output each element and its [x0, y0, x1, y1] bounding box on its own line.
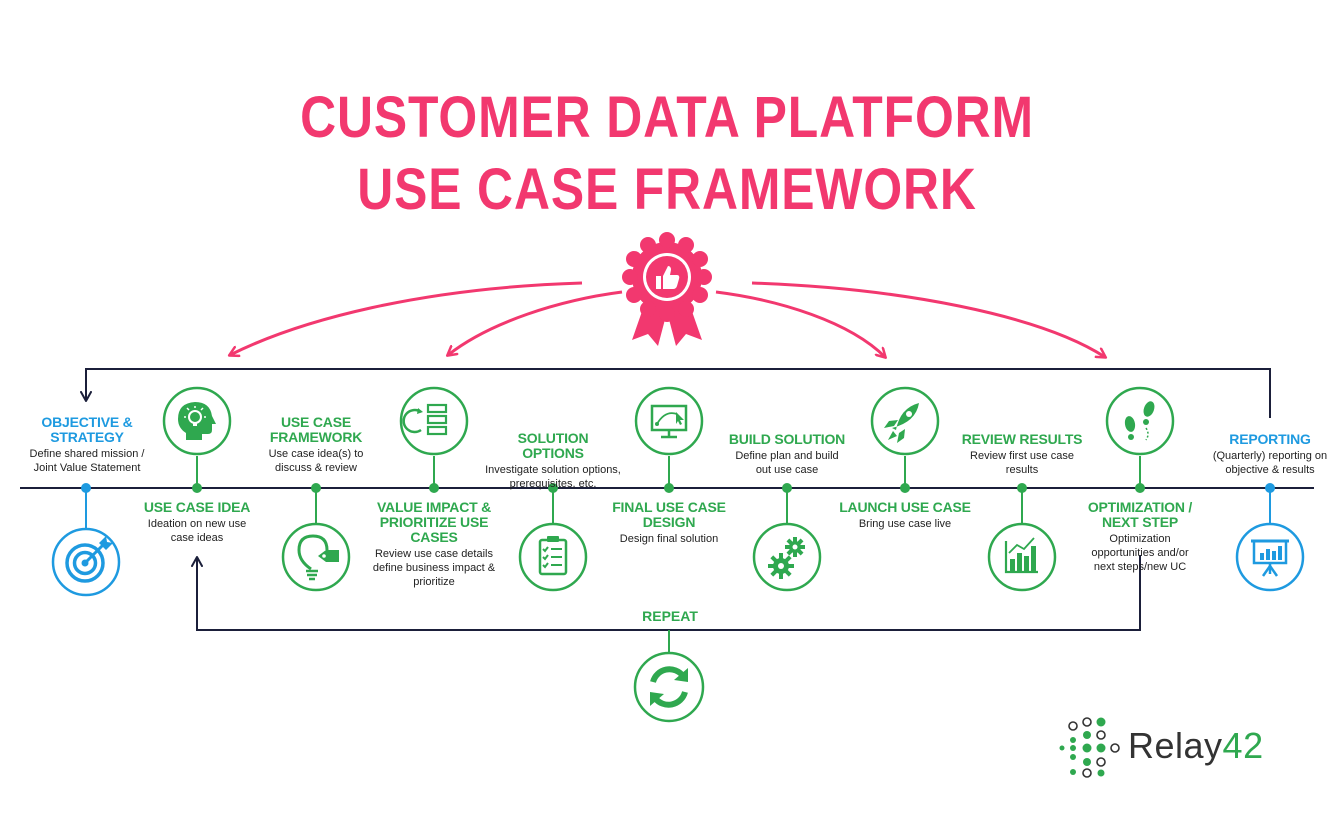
footsteps-icon — [1105, 386, 1175, 456]
step-optimization: OPTIMIZATION / NEXT STEP Optimization op… — [1086, 500, 1194, 574]
step-value-impact-desc: Review use case details define business … — [372, 548, 496, 588]
title-line-2: USE CASE FRAMEWORK — [357, 157, 977, 222]
step-solution-options-title: SOLUTION OPTIONS — [517, 430, 589, 461]
step-reporting: REPORTING (Quarterly) reporting on objec… — [1206, 432, 1334, 477]
gears-icon — [752, 522, 822, 592]
step-final-design-title: FINAL USE CASE DESIGN — [612, 499, 726, 530]
step-optimization-desc: Optimization opportunities and/or next s… — [1091, 533, 1189, 573]
prioritize-list-icon — [399, 386, 469, 456]
step-final-design: FINAL USE CASE DESIGN Design final solut… — [612, 500, 726, 546]
step-launch: LAUNCH USE CASE Bring use case live — [838, 500, 972, 531]
step-build-solution-desc: Define plan and build out use case — [735, 450, 839, 476]
logo-name: Relay — [1128, 725, 1223, 766]
pink-arrow-to-optimization — [751, 281, 1105, 357]
logo-number: 42 — [1222, 725, 1264, 766]
step-launch-title: LAUNCH USE CASE — [839, 499, 971, 515]
refresh-icon — [633, 651, 705, 723]
step-objective-desc: Define shared mission / Joint Value Stat… — [29, 448, 145, 474]
checklist-icon — [518, 522, 588, 592]
bar-chart-icon — [987, 522, 1057, 592]
step-use-case-framework-title: USE CASE FRAMEWORK — [269, 414, 363, 445]
connectors — [85, 456, 1271, 652]
step-objective-title: OBJECTIVE & STRATEGY — [41, 414, 133, 445]
repeat-label: REPEAT — [642, 608, 698, 624]
lightbulb-tag-icon — [281, 522, 351, 592]
step-build-solution-title: BUILD SOLUTION — [728, 431, 846, 447]
step-final-design-desc: Design final solution — [619, 533, 719, 545]
relay42-logo-text: Relay42 — [1128, 725, 1264, 767]
presentation-icon — [1235, 522, 1305, 592]
step-use-case-framework-desc: Use case idea(s) to discuss & review — [268, 448, 364, 474]
timeline-dots — [81, 483, 1275, 493]
rocket-icon — [870, 386, 940, 456]
relay42-logo-mark — [1059, 717, 1120, 778]
step-launch-desc: Bring use case live — [858, 518, 952, 530]
step-optimization-title: OPTIMIZATION / NEXT STEP — [1087, 499, 1193, 530]
step-use-case-framework: USE CASE FRAMEWORK Use case idea(s) to d… — [264, 415, 368, 475]
lightbulb-head-icon — [162, 386, 232, 456]
step-solution-options-desc: Investigate solution options, prerequisi… — [485, 464, 621, 490]
step-review-results-title: REVIEW RESULTS — [961, 431, 1083, 447]
step-value-impact-title: VALUE IMPACT & PRIORITIZE USE CASES — [376, 499, 492, 545]
step-use-case-idea-title: USE CASE IDEA — [143, 499, 251, 515]
design-monitor-icon — [634, 386, 704, 456]
title-line-1: CUSTOMER DATA PLATFORM — [300, 85, 1034, 150]
pink-arrow-to-value-impact — [448, 290, 623, 355]
step-use-case-idea-desc: Ideation on new use case ideas — [147, 518, 247, 544]
target-icon — [51, 527, 121, 597]
pink-arrow-to-use-case-idea — [230, 281, 583, 355]
thumbs-up-rosette-icon — [622, 232, 712, 346]
step-build-solution: BUILD SOLUTION Define plan and build out… — [728, 432, 846, 477]
step-solution-options: SOLUTION OPTIONS Investigate solution op… — [485, 431, 621, 491]
step-reporting-title: REPORTING — [1229, 431, 1311, 447]
step-value-impact: VALUE IMPACT & PRIORITIZE USE CASES Revi… — [360, 500, 508, 589]
step-review-results-desc: Review first use case results — [970, 450, 1074, 476]
step-use-case-idea: USE CASE IDEA Ideation on new use case i… — [137, 500, 257, 545]
pink-arrow-to-launch — [715, 290, 885, 357]
step-review-results: REVIEW RESULTS Review first use case res… — [960, 432, 1084, 477]
top-feedback-loop — [80, 368, 1271, 418]
step-objective: OBJECTIVE & STRATEGY Define shared missi… — [26, 415, 148, 475]
step-reporting-desc: (Quarterly) reporting on objective & res… — [1212, 450, 1328, 476]
